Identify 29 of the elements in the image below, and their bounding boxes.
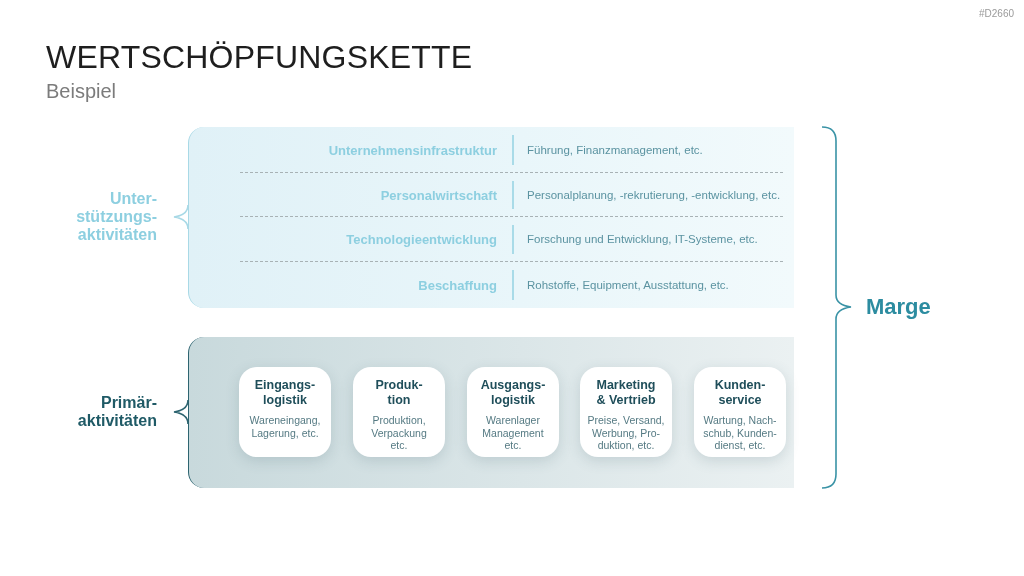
slide-number: #D2660 xyxy=(978,8,1014,19)
row-description: Rohstoffe, Equipment, Ausstattung, etc. xyxy=(527,279,729,291)
group-heading: Unter- stützungs- aktivitäten xyxy=(76,190,157,244)
activity-card xyxy=(467,367,559,457)
subtitle: Beispiel xyxy=(46,80,117,103)
row-description: Führung, Finanzmanagement, etc. xyxy=(527,143,703,156)
card-heading: Kunden- service xyxy=(713,378,767,408)
activity-card xyxy=(580,367,672,457)
row-heading: Technologieentwicklung xyxy=(346,231,497,247)
group-heading: Primär- aktivitäten xyxy=(77,394,157,430)
activity-card xyxy=(694,367,786,457)
card-description: Wareneingang, Lagerung, etc. xyxy=(248,414,322,439)
card-heading: Marketing & Vertrieb xyxy=(595,378,657,408)
card-heading: Produk- tion xyxy=(374,378,424,408)
card-description: Warenlager Management etc. xyxy=(481,414,545,452)
card-heading: Ausgangs- logistik xyxy=(479,378,547,408)
activity-card xyxy=(239,367,331,457)
card-description: Preise, Versand, Werbung, Pro- duktion, etc. xyxy=(586,414,666,452)
row-description: Forschung und Entwicklung, IT-Systeme, etc. xyxy=(527,233,758,245)
card-heading: Eingangs- logistik xyxy=(253,378,317,408)
card-description: Produktion, Verpackung etc. xyxy=(370,414,428,452)
activity-card xyxy=(353,367,445,457)
margin-label: Marge xyxy=(866,294,931,320)
card-description: Wartung, Nach- schub, Kunden- dienst, etc. xyxy=(702,414,778,452)
row-heading: Unternehmensinfrastruktur xyxy=(328,142,497,157)
row-heading: Beschaffung xyxy=(418,277,497,293)
row-heading: Personalwirtschaft xyxy=(380,187,497,202)
title: WERTSCHÖPFUNGSKETTE xyxy=(46,38,473,76)
row-description: Personalplanung, -rekrutierung, -entwicklung, etc. xyxy=(527,188,781,201)
